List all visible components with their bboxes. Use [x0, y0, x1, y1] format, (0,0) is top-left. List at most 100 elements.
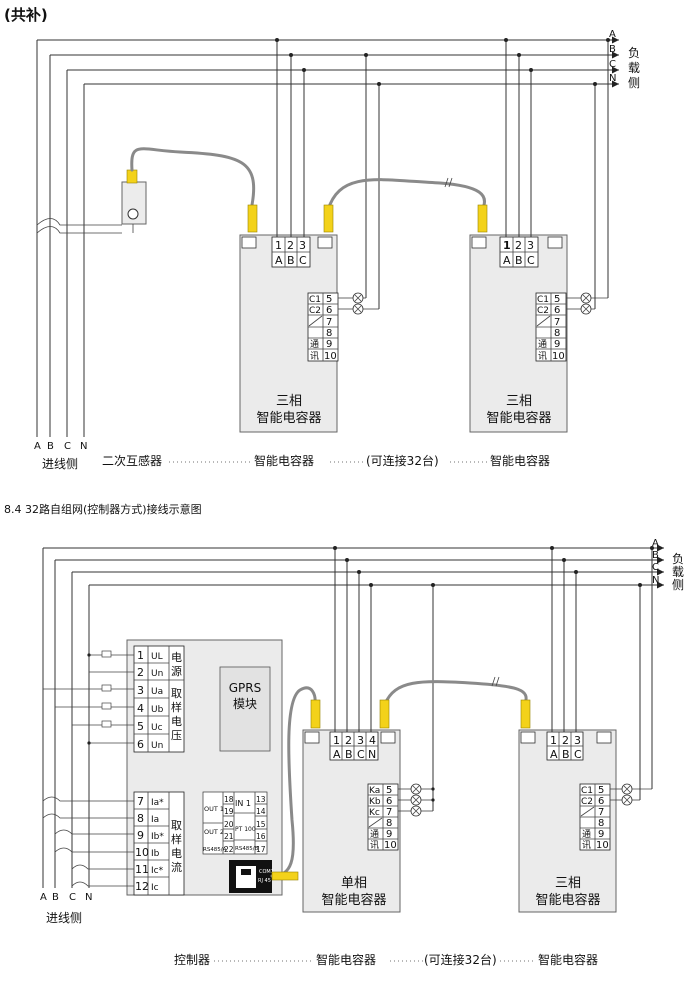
io-num-14: 14	[256, 807, 266, 816]
ctrl-row3-num: 3	[137, 684, 144, 697]
com1-line1: COM1	[259, 869, 274, 875]
section1-bus-lines	[36, 36, 619, 437]
ctrl-row5-num: 5	[137, 720, 144, 733]
sp-side-ka: Ka	[369, 786, 380, 796]
inlet2-phase-b: B	[52, 892, 59, 903]
cap1-name-line1: 三相	[276, 394, 302, 409]
controller-wiring	[42, 650, 134, 887]
cap1-num-8: 8	[326, 328, 332, 339]
cap1-side-label-xun: 讯	[310, 351, 319, 362]
io-rs485b: RS485/B	[235, 846, 259, 852]
sp-side-tong: 通	[370, 829, 379, 840]
tp-name-line1: 三相	[555, 876, 581, 891]
cap2-name-line1: 三相	[506, 394, 532, 409]
sp-phase-a: A	[333, 748, 341, 761]
cap2-side-label-c2: C2	[537, 306, 549, 316]
ctrl-row7-num: 7	[137, 795, 144, 808]
tp-side-c1: C1	[581, 786, 593, 796]
cap1-side-label-tong: 通	[310, 339, 319, 350]
tp-terminal-2: 2	[562, 734, 569, 747]
sp-side-xun: 讯	[370, 840, 379, 851]
cap2-side-label-xun: 讯	[538, 351, 547, 362]
io-num-22: 22	[224, 845, 234, 854]
io-num-17: 17	[256, 845, 266, 854]
sp-num-9: 9	[386, 829, 392, 840]
section2-caption: 控制器 智能电容器 (可连接32台) 智能电容器	[174, 952, 598, 967]
cap2-phase-a: A	[503, 254, 511, 267]
caption1-part4: 智能电容器	[490, 453, 550, 468]
cap1-num-7: 7	[326, 317, 332, 328]
bus2-label-n: N	[652, 575, 659, 586]
tp-name-line2: 智能电容器	[535, 892, 600, 908]
load-side-3: 侧	[628, 76, 640, 90]
gprs-line2: 模块	[233, 697, 257, 711]
cap2-side-label-c1: C1	[537, 295, 549, 305]
cap2-phase-c: C	[527, 254, 535, 267]
tp-terminal-3: 3	[574, 734, 581, 747]
controller-io-block	[202, 791, 268, 855]
cap2-num-7: 7	[554, 317, 560, 328]
section2-comm-cables	[270, 676, 531, 881]
inlet-phase-c: C	[64, 441, 71, 452]
tp-phase-c: C	[574, 748, 582, 761]
ctrl-row1-num: 1	[137, 649, 144, 662]
ctrl-current-1: 取	[171, 819, 182, 832]
sp-phase-c: C	[357, 748, 365, 761]
bus2-label-a: A	[652, 538, 659, 549]
sp-terminal-3: 3	[357, 734, 364, 747]
ctrl-row4-label: Ub	[151, 705, 164, 715]
io-in1: IN 1	[235, 799, 251, 808]
io-out2: OUT 2	[204, 828, 224, 836]
ctrl-row5-label: Uc	[151, 723, 163, 733]
ctrl-row3-label: Ua	[151, 687, 163, 697]
load-side2-2: 载	[672, 565, 684, 579]
cap2-name-line2: 智能电容器	[486, 410, 551, 426]
cap2-side-label-tong: 通	[538, 339, 547, 350]
cap2-terminal-3: 3	[527, 239, 534, 252]
section1-capacitor-2: 1 2 3 A B C C1 C2 通 讯 5 6 7 8 9 10 三相 智能…	[469, 234, 568, 433]
load-side2-1: 负	[672, 552, 684, 566]
tp-num-10: 10	[596, 840, 609, 851]
ctrl-row9-label: Ib*	[151, 832, 164, 842]
cap1-terminal-3: 3	[299, 239, 306, 252]
ctrl-power-1: 电	[171, 651, 182, 664]
cap2-num-9: 9	[554, 339, 560, 350]
cap1-side-label-c1: C1	[309, 295, 321, 305]
io-num-19: 19	[224, 807, 234, 816]
sp-terminal-1: 1	[333, 734, 340, 747]
ctrl-row9-num: 9	[137, 829, 144, 842]
io-num-13: 13	[256, 795, 266, 804]
io-num-21: 21	[224, 832, 234, 841]
io-num-15: 15	[256, 820, 266, 829]
sp-side-kc: Kc	[369, 808, 380, 818]
load-side-1: 负	[628, 46, 640, 60]
load-side-2: 载	[628, 61, 640, 75]
ctrl-current-3: 电	[171, 847, 182, 860]
inlet-phase-a: A	[34, 441, 41, 452]
cap2-num-10: 10	[552, 351, 565, 362]
ctrl-power-2: 源	[171, 664, 182, 678]
section1-wiring	[275, 38, 610, 310]
single-phase-capacitor: 1 2 3 4 A B C N Ka Kb Kc 通 讯 5 6 7 8 9 1…	[302, 729, 401, 913]
ctrl-row12-label: Ic	[151, 883, 159, 893]
sp-terminal-2: 2	[345, 734, 352, 747]
ctrl-row6-label: Un	[151, 741, 163, 751]
section1-capacitor-1: 1 2 3 A B C C1 C2 通 讯 5 6 7 8 9 10 三相 智能…	[239, 234, 339, 433]
sp-side-kb: Kb	[369, 797, 381, 807]
cap2-phase-b: B	[515, 254, 523, 267]
ctrl-row11-label: Ic*	[151, 866, 164, 876]
caption1-part2: 智能电容器	[254, 453, 314, 468]
cap1-num-10: 10	[324, 351, 337, 362]
ctrl-current-4: 流	[171, 860, 182, 874]
section1-comm-cables	[130, 147, 488, 233]
section1-heading: (共补)	[4, 6, 48, 24]
sp-num-8: 8	[386, 818, 392, 829]
cap1-side-label-c2: C2	[309, 306, 321, 316]
ctrl-row12-num: 12	[135, 880, 149, 893]
io-num-18: 18	[224, 795, 234, 804]
tp-side-tong: 通	[582, 829, 591, 840]
tp-phase-b: B	[562, 748, 570, 761]
ctrl-row4-num: 4	[137, 702, 144, 715]
controller: 1 UL 2 Un 3 Ua 4 Ub 5 Uc 6 Un 7 Ia* 8 Ia…	[126, 639, 283, 896]
ctrl-voltage-4: 压	[171, 729, 182, 742]
